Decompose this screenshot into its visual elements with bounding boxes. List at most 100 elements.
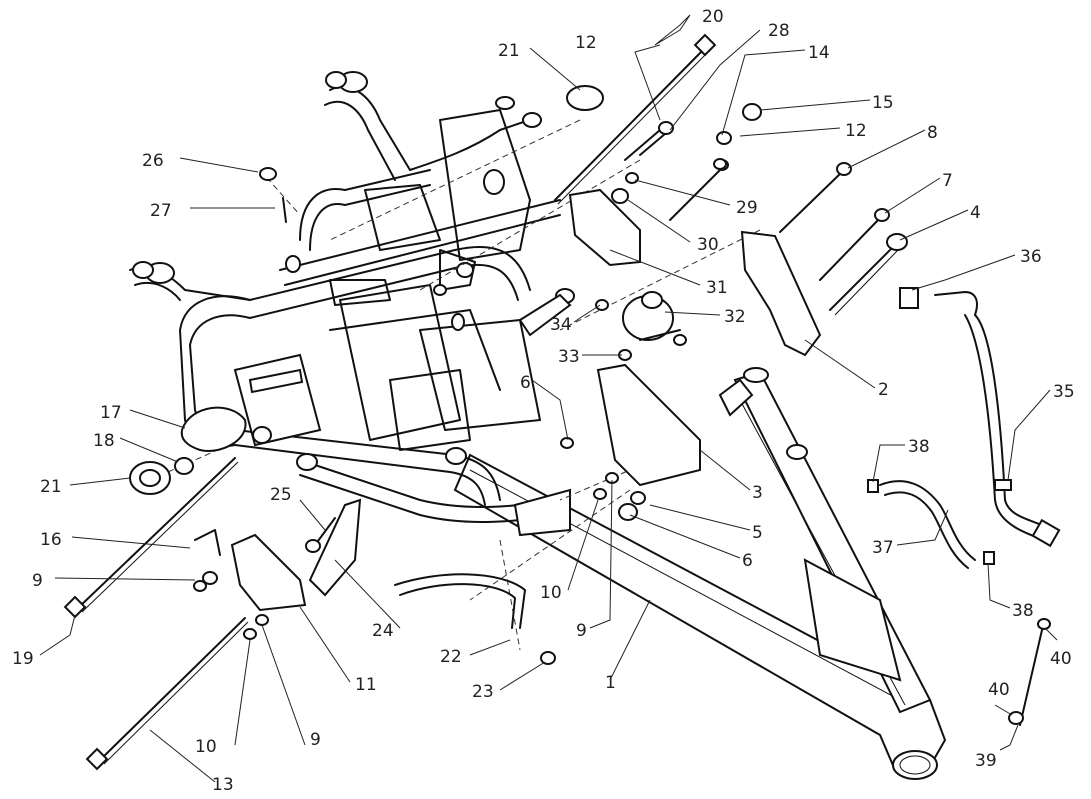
nut-part-12-lower bbox=[713, 158, 727, 170]
component-part-32 bbox=[622, 291, 687, 346]
callout-40b: 40 bbox=[988, 680, 1010, 700]
callout-5: 5 bbox=[752, 523, 763, 543]
hose-part-35 bbox=[934, 291, 1061, 548]
leader-lines bbox=[39, 14, 1058, 783]
top-rear-section bbox=[129, 71, 542, 306]
nut-part-6-left bbox=[202, 571, 218, 585]
callout-11: 11 bbox=[355, 675, 377, 695]
callout-9b: 9 bbox=[32, 571, 43, 591]
callout-32: 32 bbox=[724, 307, 746, 327]
bolt-part-20 bbox=[554, 33, 717, 205]
nut-part-34 bbox=[595, 299, 609, 311]
strap-part-22 bbox=[394, 573, 526, 629]
callout-8: 8 bbox=[927, 123, 938, 143]
nut-part-9-left bbox=[193, 580, 207, 592]
hose-part-37 bbox=[879, 480, 976, 561]
main-frame bbox=[129, 71, 947, 780]
bolt-part-25 bbox=[314, 517, 336, 546]
callout-15: 15 bbox=[872, 93, 894, 113]
callout-16: 16 bbox=[40, 530, 62, 550]
callout-12a: 12 bbox=[575, 33, 597, 53]
callout-34: 34 bbox=[550, 315, 572, 335]
nut-part-18 bbox=[174, 457, 194, 475]
nut-part-30 bbox=[611, 188, 629, 204]
callout-37: 37 bbox=[872, 538, 894, 558]
cap-part-21-top bbox=[566, 85, 604, 111]
bracket-part-11 bbox=[230, 533, 307, 612]
callout-40a: 40 bbox=[1050, 649, 1072, 669]
bolt-part-27 bbox=[282, 197, 287, 223]
bracket-part-3 bbox=[596, 363, 701, 487]
callout-23: 23 bbox=[472, 682, 494, 702]
callout-26: 26 bbox=[142, 151, 164, 171]
callout-7: 7 bbox=[942, 171, 953, 191]
bracket-part-24 bbox=[308, 498, 362, 597]
callout-4: 4 bbox=[970, 203, 981, 223]
callout-31: 31 bbox=[706, 278, 728, 298]
nut-part-12 bbox=[658, 121, 674, 135]
callout-12b: 12 bbox=[845, 121, 867, 141]
bolt-part-8 bbox=[779, 162, 852, 233]
callout-2: 2 bbox=[878, 380, 889, 400]
bolt-part-12-top bbox=[624, 129, 661, 161]
callout-24: 24 bbox=[372, 621, 394, 641]
callout-3: 3 bbox=[752, 483, 763, 503]
loose-parts bbox=[63, 33, 1061, 771]
callout-27: 27 bbox=[150, 201, 172, 221]
callout-39: 39 bbox=[975, 751, 997, 771]
callout-1: 1 bbox=[605, 673, 616, 693]
hose-fitting-part-36 bbox=[899, 287, 919, 309]
callout-6b: 6 bbox=[520, 373, 531, 393]
rear-down-tube bbox=[718, 367, 932, 714]
bolt-part-23 bbox=[540, 651, 556, 665]
ring-part-17 bbox=[180, 406, 247, 452]
clip-part-16 bbox=[194, 529, 221, 556]
bolt-part-19 bbox=[63, 457, 239, 619]
bracket-part-2 bbox=[740, 230, 822, 357]
nut-part-9-right bbox=[560, 437, 574, 449]
callout-36: 36 bbox=[1020, 247, 1042, 267]
washer-part-21-left bbox=[129, 461, 171, 495]
callout-28: 28 bbox=[768, 21, 790, 41]
callout-18: 18 bbox=[93, 431, 115, 451]
nut-part-15 bbox=[742, 103, 762, 121]
callout-33: 33 bbox=[558, 347, 580, 367]
callout-38b: 38 bbox=[1012, 601, 1034, 621]
callout-10a: 10 bbox=[540, 583, 562, 603]
callout-9a: 9 bbox=[576, 621, 587, 641]
callout-29: 29 bbox=[736, 198, 758, 218]
callout-30: 30 bbox=[697, 235, 719, 255]
pin-part-40-top bbox=[1037, 618, 1051, 630]
nut-part-6-right bbox=[618, 503, 638, 521]
cross-members bbox=[233, 199, 575, 537]
callout-6a: 6 bbox=[742, 551, 753, 571]
bolt-part-7 bbox=[819, 208, 890, 281]
callout-14: 14 bbox=[808, 43, 830, 63]
callout-20: 20 bbox=[702, 7, 724, 27]
callout-labels: 1 2 3 4 5 6 6 7 8 9 9 9 9 10 10 11 12 12… bbox=[12, 7, 1075, 795]
callout-17: 17 bbox=[100, 403, 122, 423]
callout-22: 22 bbox=[440, 647, 462, 667]
callout-21a: 21 bbox=[498, 41, 520, 61]
callout-19: 19 bbox=[12, 649, 34, 669]
rod-part-39 bbox=[1019, 629, 1043, 726]
callout-13: 13 bbox=[212, 775, 234, 795]
bolt-part-4 bbox=[829, 233, 908, 316]
nut-part-14 bbox=[716, 131, 732, 145]
bolt-part-13 bbox=[85, 617, 249, 771]
nut-part-10-left bbox=[243, 628, 257, 640]
callout-25: 25 bbox=[270, 485, 292, 505]
callout-10b: 10 bbox=[195, 737, 217, 757]
nut-part-26 bbox=[259, 167, 277, 181]
nut-part-29b bbox=[625, 172, 639, 184]
callout-38a: 38 bbox=[908, 437, 930, 457]
cap-part-38-bottom bbox=[983, 551, 995, 565]
callout-9c: 9 bbox=[310, 730, 321, 750]
callout-35: 35 bbox=[1053, 382, 1075, 402]
pin-part-40-bottom bbox=[1008, 711, 1024, 725]
nut-part-9-lower bbox=[255, 614, 269, 626]
callout-21b: 21 bbox=[40, 477, 62, 497]
nut-part-5 bbox=[630, 491, 646, 505]
nut-part-10-right bbox=[593, 488, 607, 500]
